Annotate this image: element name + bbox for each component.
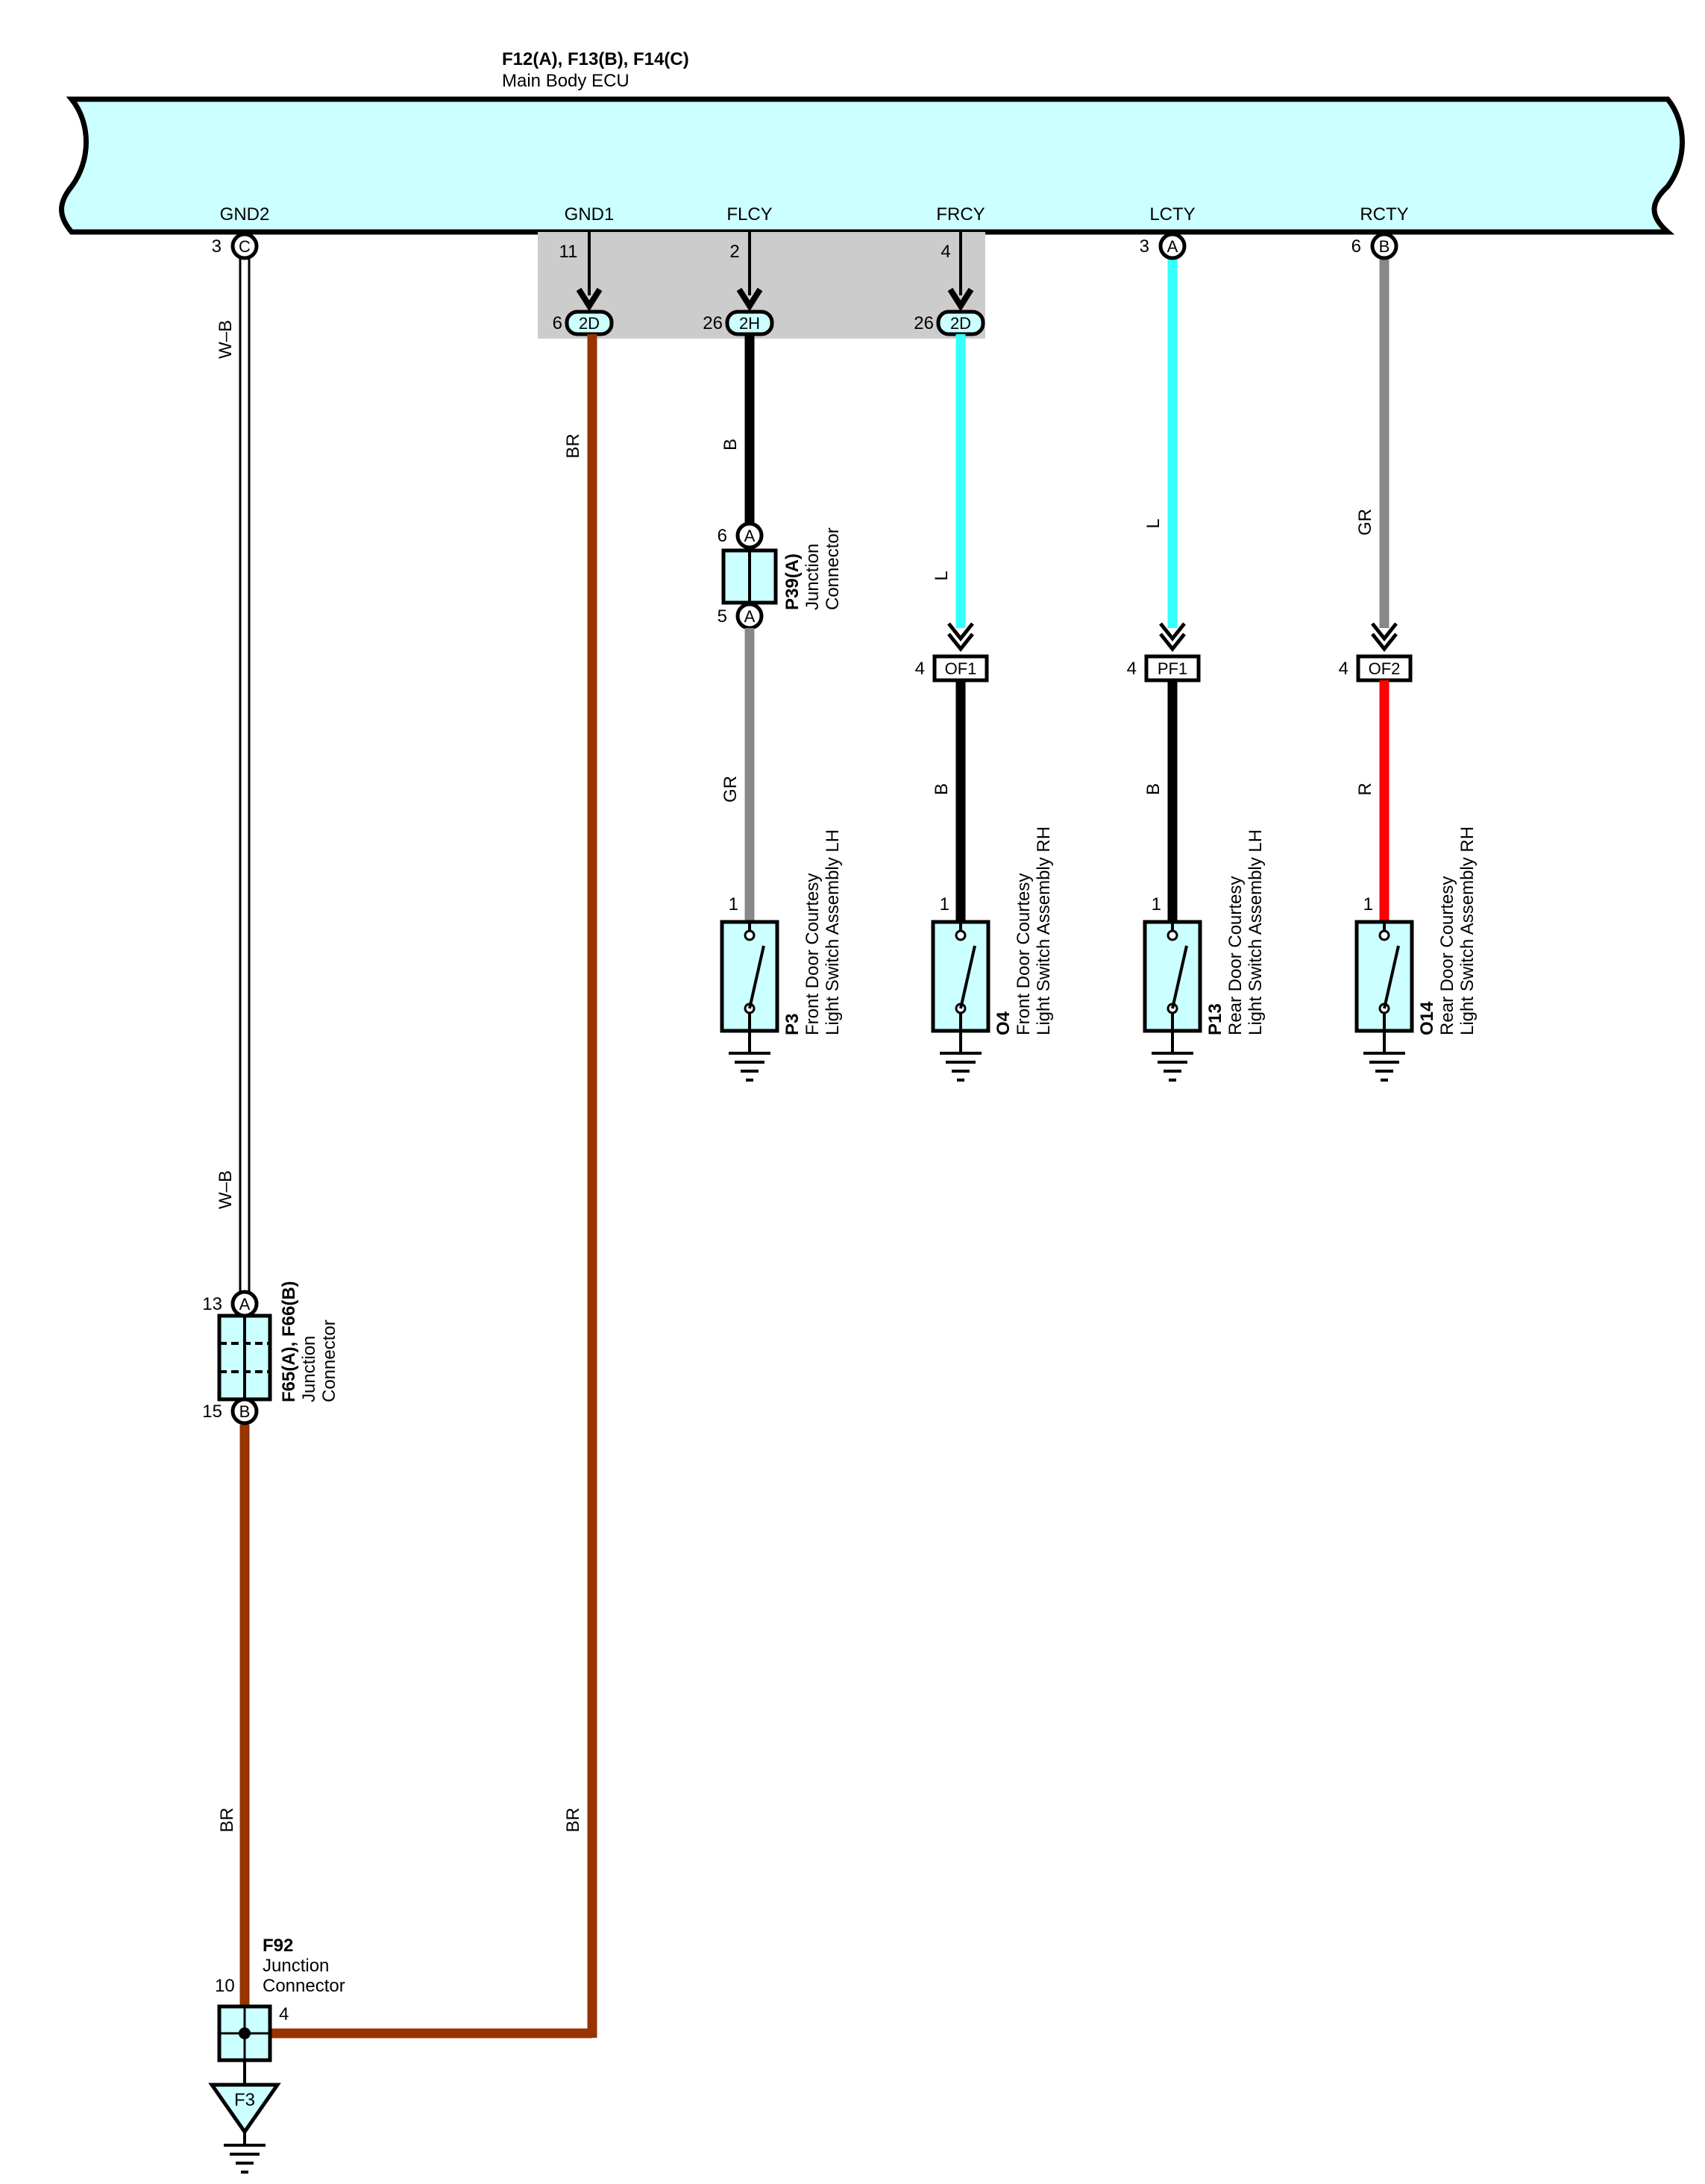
switch-p13-line1: Rear Door Courtesy: [1225, 876, 1246, 1035]
f65-line2: Connector: [319, 1320, 339, 1402]
p39-line1: Junction: [803, 544, 823, 610]
ecu-name-label: Main Body ECU: [502, 71, 629, 91]
switch-p13-line2: Light Switch Assembly LH: [1246, 829, 1266, 1035]
switch-p3-line2: Light Switch Assembly LH: [823, 829, 843, 1035]
p39-conn-top: A: [744, 527, 756, 545]
f92-pin-right: 4: [279, 2004, 289, 2024]
junction-connector-p39: A 6 A 5 P39(A) Junction Connector: [718, 521, 843, 630]
connector-of1-pin: 4: [915, 659, 925, 679]
frcy-circuit: 4 2D 26 L OF1 4 B 1 O4 Front Door Courte…: [914, 232, 1054, 1082]
pin-number-lcty: 3: [1140, 236, 1149, 257]
pin-name-gnd2: GND2: [220, 204, 270, 225]
wire-label-gnd1-top: BR: [563, 433, 583, 458]
rcty-circuit: B 6 GR OF2 4 R 1 O14 Rear Door Courtesy …: [1339, 232, 1478, 1082]
ecu-body: [59, 96, 1685, 235]
pin-name-frcy: FRCY: [936, 204, 985, 225]
switch-o4-pin: 1: [940, 894, 949, 914]
connector-pin-gnd2: [230, 232, 259, 260]
switch-o14-pin: 1: [1363, 894, 1373, 914]
switch-o4-line2: Light Switch Assembly RH: [1034, 826, 1054, 1035]
jb-conn-flcy: 2H: [739, 314, 760, 333]
switch-p3-line1: Front Door Courtesy: [803, 873, 823, 1035]
f92-line1: Junction: [263, 1956, 329, 1976]
pin-name-rcty: RCTY: [1360, 204, 1408, 225]
f92-pin-left: 10: [215, 1976, 235, 1996]
connector-label-rcty: B: [1379, 237, 1390, 256]
wire-label-rcty-bottom: R: [1355, 782, 1375, 795]
wire-label-rcty-top: GR: [1355, 509, 1375, 536]
main-body-ecu: F12(A), F13(B), F14(C) Main Body ECU: [59, 49, 1685, 235]
wire-label-gnd2-mid: W–B: [216, 1170, 236, 1209]
p39-line2: Connector: [823, 527, 843, 610]
switch-p3-pin: 1: [729, 894, 738, 914]
jb-conn-gnd1: 2D: [579, 314, 600, 333]
jb-pin-frcy: 26: [914, 313, 934, 333]
switch-o14-id: O14: [1417, 1001, 1437, 1035]
f65-line1: Junction: [299, 1336, 319, 1402]
jb-pin-gnd1: 6: [553, 313, 562, 333]
switch-p3-id: P3: [782, 1014, 803, 1035]
pin-name-lcty: LCTY: [1149, 204, 1195, 225]
switch-p3: 1 P3 Front Door Courtesy Light Switch As…: [720, 829, 843, 1082]
flcy-circuit: 2 2H 26 B A 6 A 5 P39(A) Junction Connec…: [703, 232, 843, 1082]
wire-label-gnd1-bottom: BR: [563, 1807, 583, 1832]
connector-pin-rcty: [1370, 232, 1398, 260]
pin-number-gnd1: 11: [559, 242, 578, 262]
switch-p13-pin: 1: [1152, 894, 1161, 914]
ground-point-label: F3: [234, 2090, 255, 2110]
pin-number-flcy: 2: [729, 242, 739, 262]
wire-label-flcy-top: B: [720, 439, 741, 451]
f65-pin-top: 13: [202, 1294, 222, 1314]
f65-name: F65(A), F66(B): [279, 1281, 299, 1402]
wire-label-gnd2-top: W–B: [216, 320, 236, 359]
p39-name: P39(A): [782, 553, 803, 610]
connector-pin-lcty: [1158, 232, 1187, 260]
junction-connector-f65: A 13 B 15 F65(A), F66(B) Junction Connec…: [202, 1281, 339, 1425]
p39-pin-top: 6: [718, 526, 727, 546]
wire-label-lcty-bottom: B: [1143, 783, 1164, 795]
wire-label-frcy-top: L: [932, 571, 952, 580]
p39-pin-bottom: 5: [718, 606, 727, 627]
connector-of1-name: OF1: [945, 659, 977, 678]
switch-o4-line1: Front Door Courtesy: [1014, 873, 1034, 1035]
f65-conn-top: A: [239, 1295, 251, 1314]
f92-line2: Connector: [263, 1976, 345, 1996]
connector-of2-name: OF2: [1369, 659, 1401, 678]
pin-number-gnd2: 3: [212, 236, 222, 257]
f92-name: F92: [263, 1936, 293, 1956]
switch-o14-line1: Rear Door Courtesy: [1437, 876, 1457, 1035]
switch-p13: 1 P13 Rear Door Courtesy Light Switch As…: [1143, 829, 1266, 1082]
wire-label-frcy-bottom: B: [932, 783, 952, 795]
ecu-connectors-label: F12(A), F13(B), F14(C): [502, 49, 689, 69]
p39-conn-bottom: A: [744, 607, 756, 626]
wire-label-lcty-top: L: [1143, 518, 1164, 528]
pin-number-frcy: 4: [941, 242, 950, 262]
switch-o4: 1 O4 Front Door Courtesy Light Switch As…: [931, 826, 1054, 1082]
connector-pf1-name: PF1: [1158, 659, 1187, 678]
ground-point-f3: F3: [208, 2060, 281, 2174]
switch-o14: 1 O14 Rear Door Courtesy Light Switch As…: [1354, 826, 1478, 1082]
switch-p13-id: P13: [1205, 1003, 1225, 1035]
junction-connector-f92: 10 4 F92 Junction Connector: [215, 1936, 592, 2062]
connector-pf1-pin: 4: [1127, 659, 1137, 679]
pin-number-rcty: 6: [1351, 236, 1361, 257]
f65-pin-bottom: 15: [202, 1402, 222, 1422]
wire-label-gnd2-bottom: BR: [217, 1807, 237, 1832]
connector-label-gnd2: C: [239, 237, 251, 256]
jb-pin-flcy: 26: [703, 313, 723, 333]
wire-label-flcy-bottom: GR: [720, 776, 741, 803]
connector-label-lcty: A: [1167, 237, 1178, 256]
lcty-circuit: A 3 L PF1 4 B 1 P13 Rear Door Courtesy L…: [1127, 232, 1266, 1082]
jb-conn-frcy: 2D: [950, 314, 971, 333]
switch-o14-line2: Light Switch Assembly RH: [1457, 826, 1478, 1035]
gnd2-circuit: C 3 W–B W–B BR A 13 B 15 F65(A), F66(B) …: [202, 232, 592, 2174]
connector-pf1: [1144, 654, 1201, 682]
pin-name-flcy: FLCY: [726, 204, 772, 225]
switch-o4-id: O4: [993, 1011, 1014, 1035]
f65-conn-bottom: B: [239, 1402, 251, 1421]
connector-of2-pin: 4: [1339, 659, 1348, 679]
gnd1-circuit: 11 2D 6 BR BR: [553, 232, 614, 2038]
pin-name-gnd1: GND1: [565, 204, 615, 225]
